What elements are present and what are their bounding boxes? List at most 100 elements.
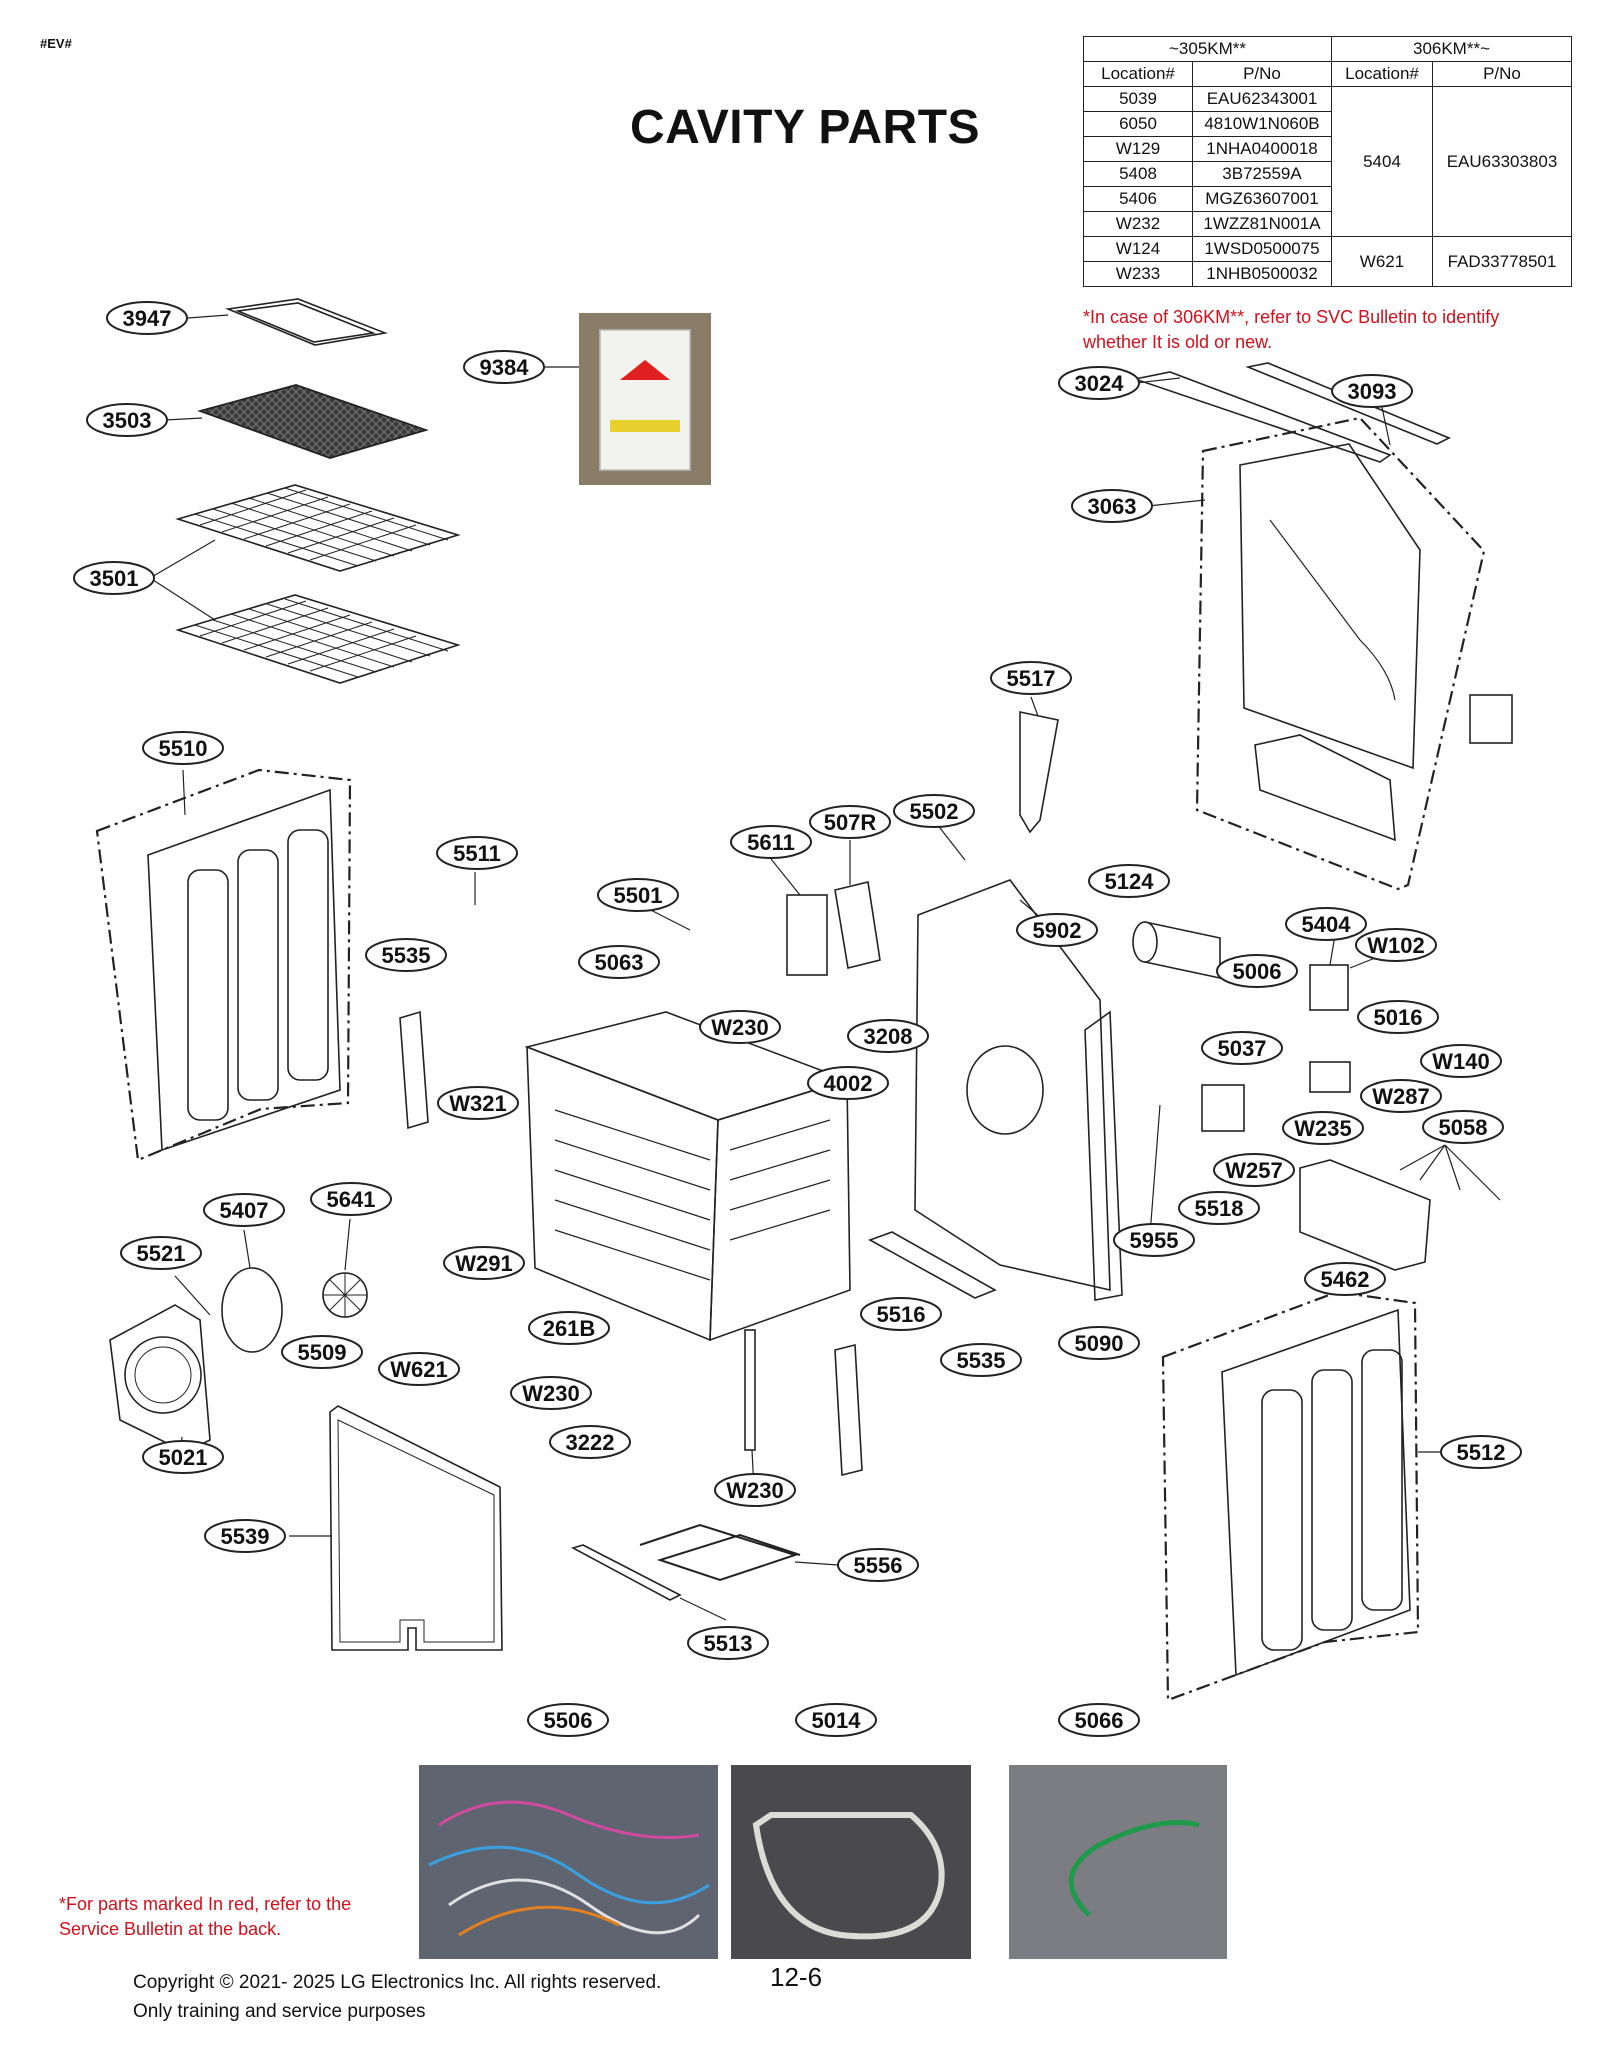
callout-bubble: 5462 <box>1304 1262 1386 1296</box>
callout-label: 3222 <box>566 1430 615 1455</box>
callout-bubble: 5502 <box>893 794 975 828</box>
callout-label: 9384 <box>480 355 530 380</box>
callout-ellipse <box>1201 1031 1283 1065</box>
callout-ellipse <box>142 1440 224 1474</box>
callout-ellipse <box>809 805 891 839</box>
callout-ellipse <box>510 1376 592 1410</box>
callout-bubble: W287 <box>1360 1079 1442 1113</box>
callout-bubble: W102 <box>1355 928 1437 962</box>
part-507R-board <box>834 881 881 969</box>
callout-ellipse <box>837 1548 919 1582</box>
callout-label: 5016 <box>1374 1005 1423 1030</box>
callout-label: W230 <box>711 1015 768 1040</box>
part-5611-bracket <box>786 894 828 976</box>
callout-ellipse <box>281 1335 363 1369</box>
leader-line <box>187 314 229 319</box>
callout-bubble: W140 <box>1420 1044 1502 1078</box>
callout-label: 5509 <box>298 1340 347 1365</box>
callout-ellipse <box>1113 1223 1195 1257</box>
callout-label: 3024 <box>1075 371 1125 396</box>
callout-label: 3501 <box>90 566 139 591</box>
callout-label: 4002 <box>824 1071 873 1096</box>
callout-ellipse <box>443 1246 525 1280</box>
callout-ellipse <box>1058 1326 1140 1360</box>
callout-bubble: 5521 <box>120 1236 202 1270</box>
part-5506-bar <box>570 1544 682 1601</box>
callout-bubble: 5556 <box>837 1548 919 1582</box>
callout-label: 3947 <box>123 306 172 331</box>
callout-ellipse <box>730 825 812 859</box>
part-5014-harness-photo <box>419 1765 718 1959</box>
callout-bubble: W321 <box>437 1086 519 1120</box>
leader-line <box>1147 499 1206 507</box>
callout-ellipse <box>1285 907 1367 941</box>
harness-photo-art <box>428 1800 710 1937</box>
callout-ellipse <box>142 731 224 765</box>
callout-bubble: 3208 <box>847 1019 929 1053</box>
part-5404-thermostat <box>1309 964 1349 1011</box>
callout-label: 5124 <box>1105 869 1155 894</box>
callout-label: 5518 <box>1195 1196 1244 1221</box>
part-5407-fan <box>322 1272 368 1318</box>
callout-bubble: 261B <box>528 1311 610 1345</box>
callout-ellipse <box>1058 1703 1140 1737</box>
part-5509-rear-panel <box>914 879 1123 1301</box>
callout-label: 5066 <box>1075 1708 1124 1733</box>
leader-line <box>344 1218 351 1271</box>
leader-line <box>794 1561 839 1566</box>
callout-bubble: 5063 <box>578 945 660 979</box>
table-header-pno: P/No <box>1192 61 1332 87</box>
callout-bubble: 507R <box>809 805 891 839</box>
callout-label: 5539 <box>221 1524 270 1549</box>
part-5058-switch <box>1309 1061 1351 1093</box>
wire-photo-art <box>1068 1820 1200 1917</box>
callout-ellipse <box>549 1425 631 1459</box>
table-cell-location: 5408 <box>1083 161 1193 187</box>
leader-line <box>1030 696 1039 717</box>
callout-bubble: 5535 <box>365 938 447 972</box>
leader-line <box>164 417 203 421</box>
harness-photo-art <box>752 1812 945 1940</box>
callout-ellipse <box>1355 928 1437 962</box>
callout-label: W321 <box>449 1091 506 1116</box>
part-5513-bake-element <box>639 1523 801 1582</box>
callout-label: W140 <box>1432 1049 1489 1074</box>
callout-ellipse <box>73 561 155 595</box>
part-5066-harness-photo <box>731 1765 971 1959</box>
part-5517-duct <box>1019 711 1059 834</box>
part-3947-frame <box>224 298 388 346</box>
table-cell-location: 5039 <box>1083 86 1193 112</box>
callout-ellipse <box>1216 954 1298 988</box>
callout-bubble: 5506 <box>527 1703 609 1737</box>
part-3501-rack-lower <box>175 594 461 684</box>
callout-bubble: 3222 <box>549 1425 631 1459</box>
callout-label: 5063 <box>595 950 644 975</box>
callout-bubble: 5513 <box>687 1626 769 1660</box>
usage-text: Only training and service purposes <box>133 2001 426 2022</box>
leader-line <box>1135 377 1181 384</box>
callout-ellipse <box>1016 913 1098 947</box>
callout-label: 507R <box>824 810 877 835</box>
callout-label: 3208 <box>864 1024 913 1049</box>
callout-label: W230 <box>726 1478 783 1503</box>
callout-bubble: 3093 <box>1331 374 1413 408</box>
leader-line <box>1399 1144 1446 1171</box>
callout-bubble: W230 <box>714 1473 796 1507</box>
callout-bubble: 5539 <box>204 1519 286 1553</box>
callout-bubble: 5611 <box>730 825 812 859</box>
part-5535-strip-right <box>834 1343 863 1477</box>
table-cell-pno: MGZ63607001 <box>1192 186 1332 212</box>
callout-ellipse <box>1178 1191 1260 1225</box>
callout-bubble: 5641 <box>310 1182 392 1216</box>
callout-bubble: 5902 <box>1016 913 1098 947</box>
part-5518-relay <box>1201 1084 1245 1132</box>
callout-ellipse <box>528 1311 610 1345</box>
callout-label: 5512 <box>1457 1440 1506 1465</box>
callout-ellipse <box>1360 1079 1442 1113</box>
leader-line <box>1419 1144 1446 1181</box>
callout-label: 3063 <box>1088 494 1137 519</box>
callout-ellipse <box>1282 1111 1364 1145</box>
table-cell-location: W233 <box>1083 261 1193 287</box>
leader-line <box>770 858 801 896</box>
callout-label: 5501 <box>614 883 663 908</box>
